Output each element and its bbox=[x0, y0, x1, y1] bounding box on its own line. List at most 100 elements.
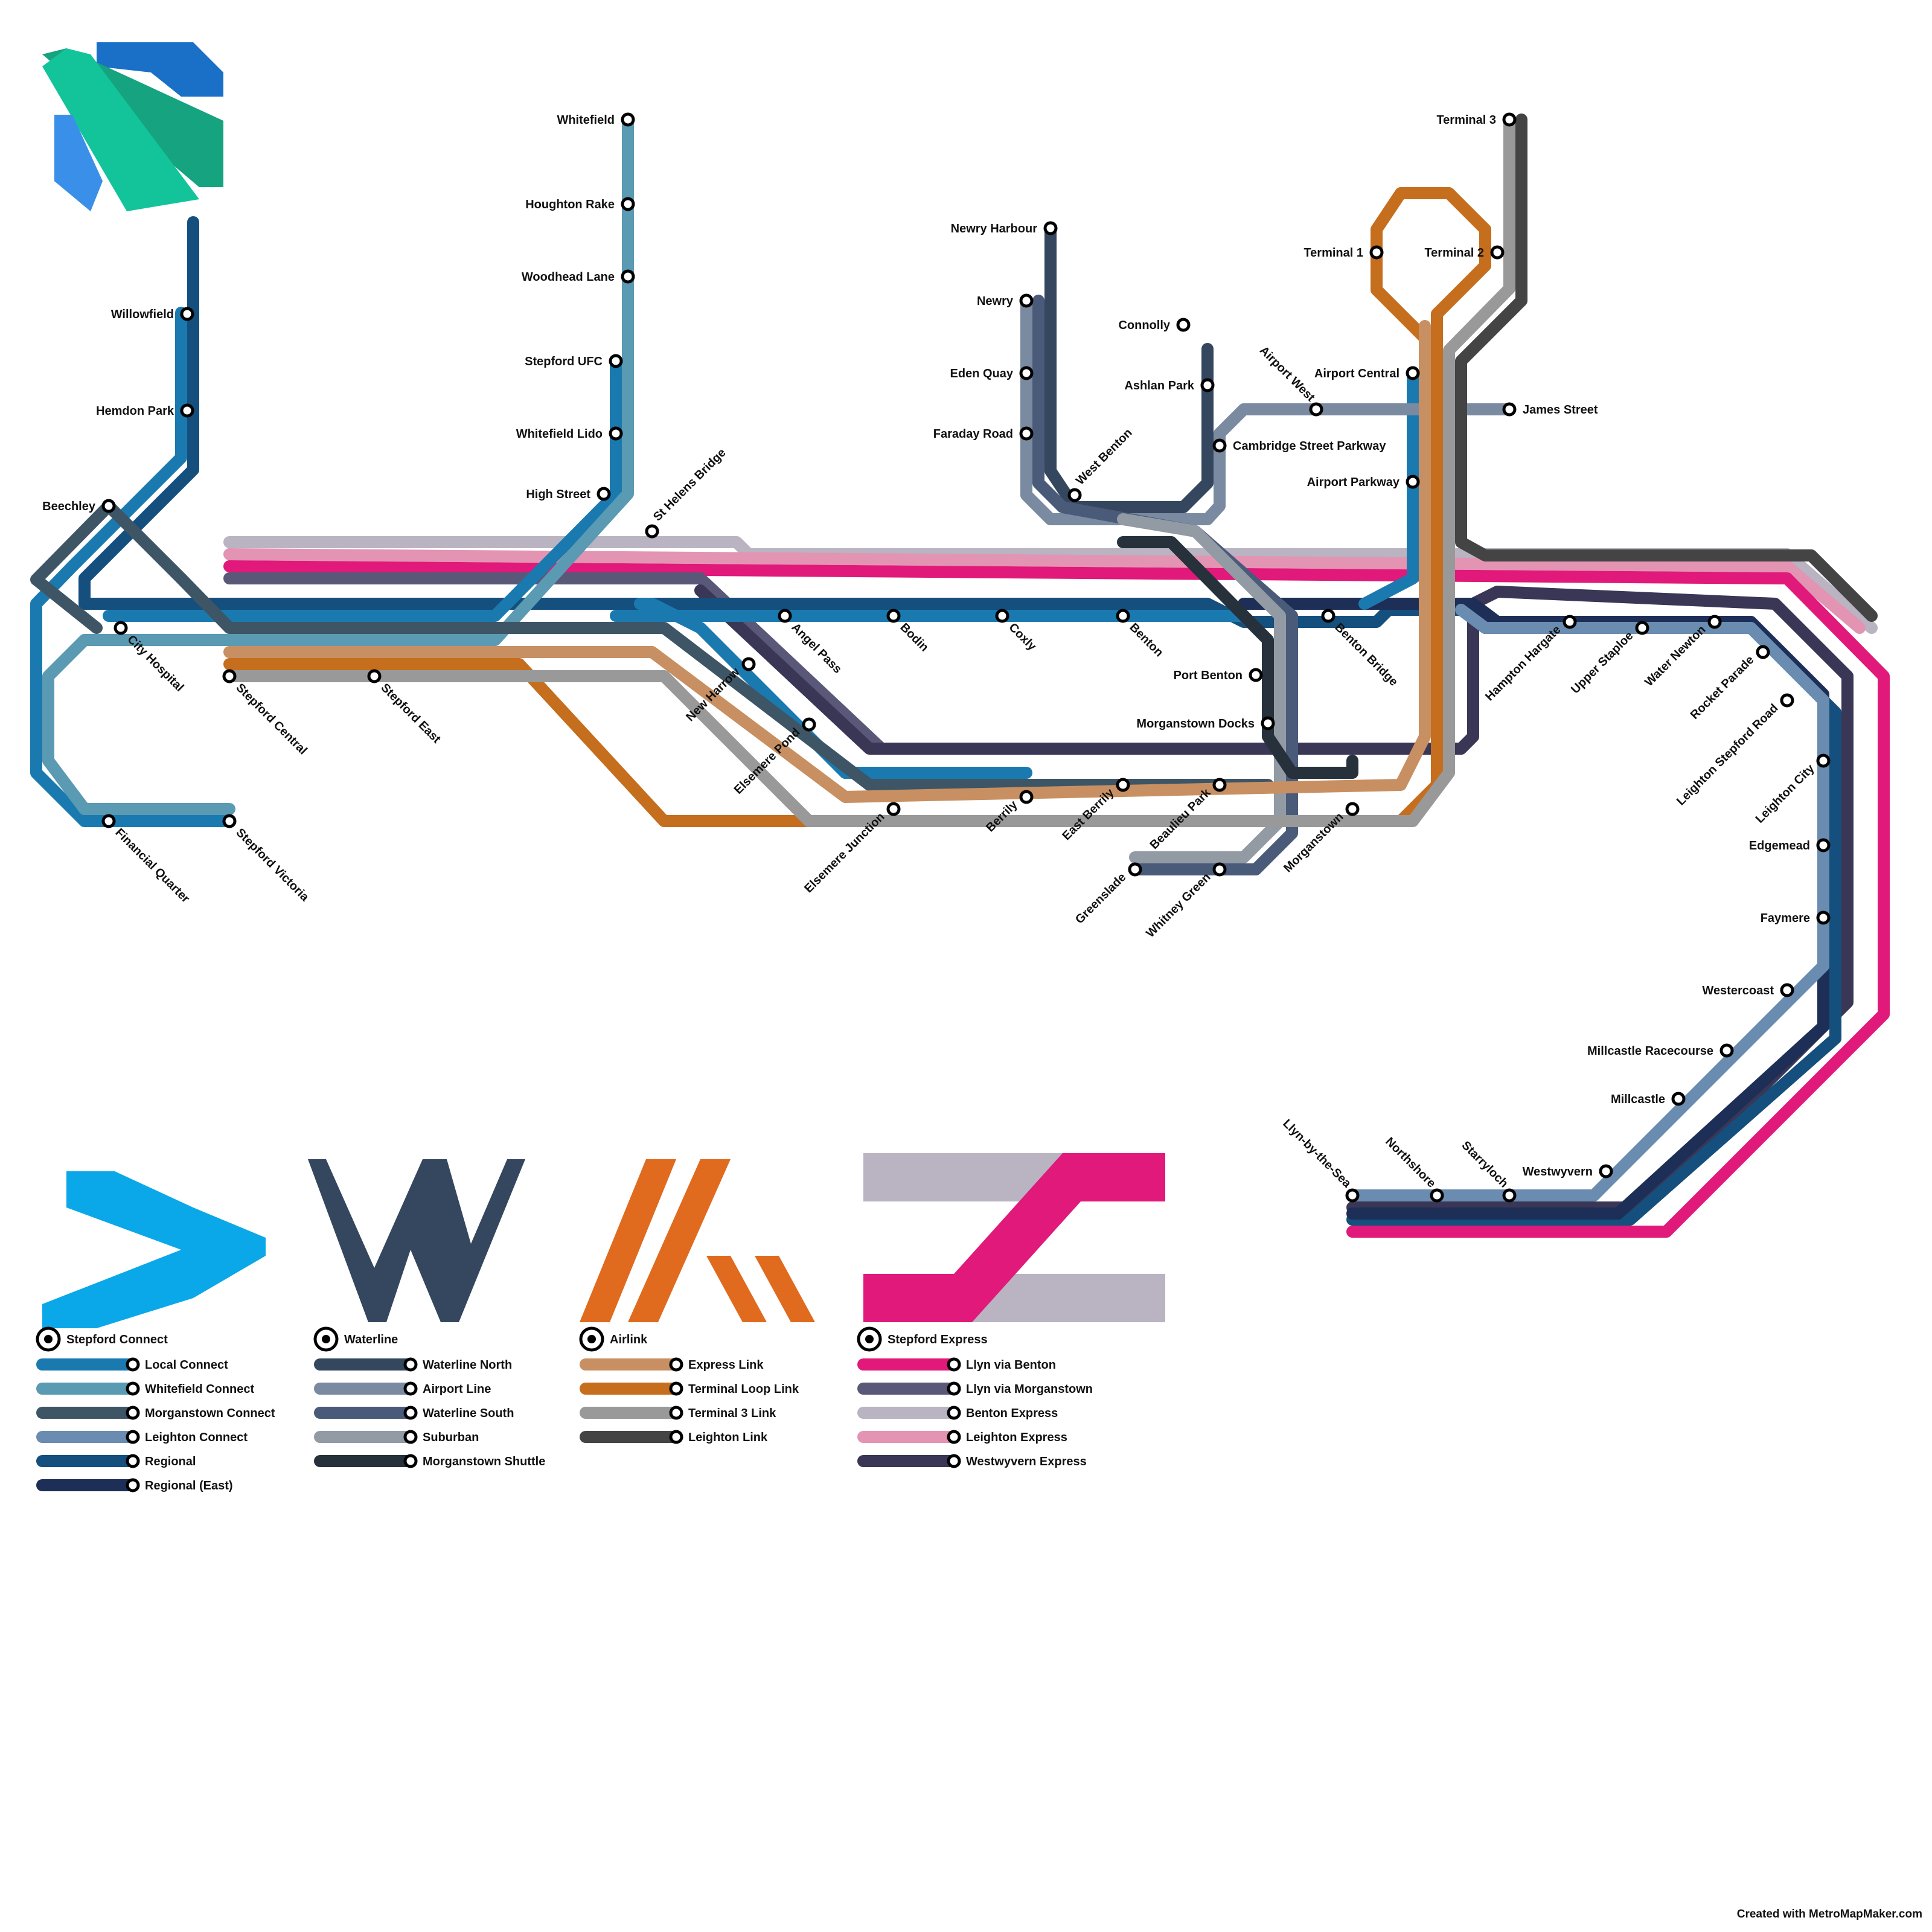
station-airport-parkway[interactable]: Airport Parkway bbox=[1307, 475, 1420, 489]
station-greenslade[interactable]: Greenslade bbox=[1073, 862, 1142, 927]
legend-station-marker bbox=[403, 1430, 418, 1444]
legend-station-marker bbox=[669, 1357, 683, 1372]
station-ashlan-park[interactable]: Ashlan Park bbox=[1124, 378, 1215, 392]
stepford-connect-logo-left bbox=[54, 115, 103, 211]
route-line-local-7 bbox=[30, 307, 235, 827]
station-edgemead[interactable]: Edgemead bbox=[1749, 838, 1831, 852]
station-label: Northshore bbox=[1383, 1135, 1438, 1191]
station-whitefield-lido[interactable]: Whitefield Lido bbox=[516, 426, 623, 441]
station-marker bbox=[1309, 402, 1323, 417]
station-label: Cambridge Street Parkway bbox=[1233, 440, 1386, 453]
station-westercoast[interactable]: Westercoast bbox=[1702, 983, 1794, 997]
station-marker bbox=[1116, 609, 1130, 623]
station-label: Upper Staploe bbox=[1569, 629, 1636, 696]
station-marker bbox=[1719, 1043, 1734, 1058]
legend-station-marker bbox=[403, 1381, 418, 1396]
station-james-street[interactable]: James Street bbox=[1502, 402, 1598, 417]
station-marker bbox=[1599, 1164, 1613, 1179]
legend-line-name: Regional (East) bbox=[145, 1479, 233, 1492]
station-whitefield[interactable]: Whitefield bbox=[557, 112, 635, 127]
station-label: Bodin bbox=[897, 621, 931, 654]
station-marker bbox=[101, 499, 116, 513]
route-line-regional-5 bbox=[78, 216, 1841, 1226]
route-line-airport_line-16 bbox=[1020, 295, 1515, 525]
stepford-connect-logo-stripe bbox=[42, 48, 199, 211]
route-line-terminal_loop-20 bbox=[223, 187, 1491, 827]
station-label: Benton bbox=[1127, 621, 1165, 659]
station-marker bbox=[1369, 245, 1384, 260]
station-airport-central[interactable]: Airport Central bbox=[1314, 366, 1420, 380]
station-marker bbox=[1200, 378, 1215, 392]
legend-line-name: Suburban bbox=[423, 1431, 479, 1444]
station-label: Morganstown Docks bbox=[1136, 717, 1255, 731]
stepford-connect-logo-arrow bbox=[42, 1171, 266, 1328]
station-marker bbox=[645, 524, 659, 539]
station-millcastle[interactable]: Millcastle bbox=[1611, 1092, 1686, 1106]
legend-station-marker bbox=[126, 1478, 140, 1492]
station-city-hospital[interactable]: City Hospital bbox=[114, 621, 186, 694]
station-llyn-by-the-sea[interactable]: Llyn-by-the-Sea bbox=[1280, 1117, 1360, 1203]
station-label: Airport Parkway bbox=[1307, 476, 1400, 489]
station-morganstown-docks[interactable]: Morganstown Docks bbox=[1136, 716, 1275, 731]
station-terminal-3[interactable]: Terminal 3 bbox=[1436, 112, 1517, 127]
station-port-benton[interactable]: Port Benton bbox=[1174, 668, 1263, 682]
station-connolly[interactable]: Connolly bbox=[1118, 318, 1191, 332]
station-label: Whitefield Lido bbox=[516, 427, 603, 441]
station-stepford-central[interactable]: Stepford Central bbox=[222, 669, 310, 757]
station-newry[interactable]: Newry bbox=[977, 293, 1034, 308]
station-label: Faraday Road bbox=[933, 427, 1013, 441]
station-st-helens-bridge[interactable]: St Helens Bridge bbox=[645, 446, 729, 539]
station-stepford-victoria[interactable]: Stepford Victoria bbox=[222, 814, 312, 904]
station-woodhead-lane[interactable]: Woodhead Lane bbox=[522, 269, 635, 284]
station-label: High Street bbox=[526, 488, 590, 501]
legend-line-name: Llyn via Morganstown bbox=[966, 1383, 1093, 1396]
station-hemdon-park[interactable]: Hemdon Park bbox=[96, 403, 194, 418]
station-marker bbox=[1212, 862, 1227, 877]
legend-station-marker bbox=[403, 1406, 418, 1420]
station-westwyvern[interactable]: Westwyvern bbox=[1523, 1164, 1613, 1179]
station-terminal-2[interactable]: Terminal 2 bbox=[1424, 245, 1505, 260]
station-high-street[interactable]: High Street bbox=[526, 487, 611, 501]
station-label: Port Benton bbox=[1174, 669, 1243, 682]
route-line-suburban-18 bbox=[1117, 513, 1286, 863]
station-marker bbox=[1019, 366, 1034, 380]
station-eden-quay[interactable]: Eden Quay bbox=[950, 366, 1034, 380]
station-terminal-1[interactable]: Terminal 1 bbox=[1303, 245, 1384, 260]
legend-station-marker bbox=[126, 1430, 140, 1444]
station-west-benton[interactable]: West Benton bbox=[1067, 426, 1135, 502]
route-line-terminal3-22 bbox=[223, 114, 1515, 827]
station-marker bbox=[1176, 318, 1191, 332]
legend-network-name: Waterline bbox=[344, 1333, 398, 1346]
station-willowfield[interactable]: Willowfield bbox=[111, 307, 194, 321]
station-beechley[interactable]: Beechley bbox=[42, 499, 116, 513]
station-faymere[interactable]: Faymere bbox=[1761, 910, 1831, 925]
station-label: Hemdon Park bbox=[96, 405, 174, 418]
legend-line-name: Leighton Link bbox=[688, 1431, 768, 1444]
station-marker bbox=[741, 657, 756, 671]
station-marker bbox=[1067, 488, 1082, 502]
station-marker bbox=[1756, 645, 1770, 659]
stepford-express-logo-bottom bbox=[954, 1274, 1165, 1322]
station-financial-quarter[interactable]: Financial Quarter bbox=[101, 814, 192, 906]
legend-line-name: Westwyvern Express bbox=[966, 1455, 1087, 1468]
legend-line-name: Llyn via Benton bbox=[966, 1358, 1056, 1372]
station-label: Houghton Rake bbox=[525, 198, 615, 211]
station-marker bbox=[180, 307, 194, 321]
station-houghton-rake[interactable]: Houghton Rake bbox=[525, 197, 635, 211]
station-newry-harbour[interactable]: Newry Harbour bbox=[951, 221, 1058, 235]
station-label: Hampton Hargate bbox=[1483, 623, 1563, 703]
station-stepford-ufc[interactable]: Stepford UFC bbox=[525, 354, 623, 368]
airlink-logo-bar3 bbox=[706, 1256, 767, 1322]
station-label: Greenslade bbox=[1073, 871, 1129, 927]
station-rocket-parade[interactable]: Rocket Parade bbox=[1688, 645, 1770, 722]
legend-line-name: Waterline North bbox=[423, 1358, 512, 1372]
station-cambridge-street-parkway[interactable]: Cambridge Street Parkway bbox=[1212, 438, 1386, 453]
station-marker bbox=[222, 669, 237, 683]
legend-line-name: Leighton Connect bbox=[145, 1431, 248, 1444]
station-label: Terminal 2 bbox=[1424, 246, 1484, 260]
credit-text: Created with MetroMapMaker.com bbox=[1736, 1908, 1922, 1921]
station-faraday-road[interactable]: Faraday Road bbox=[933, 426, 1034, 441]
station-millcastle-racecourse[interactable]: Millcastle Racecourse bbox=[1587, 1043, 1734, 1058]
